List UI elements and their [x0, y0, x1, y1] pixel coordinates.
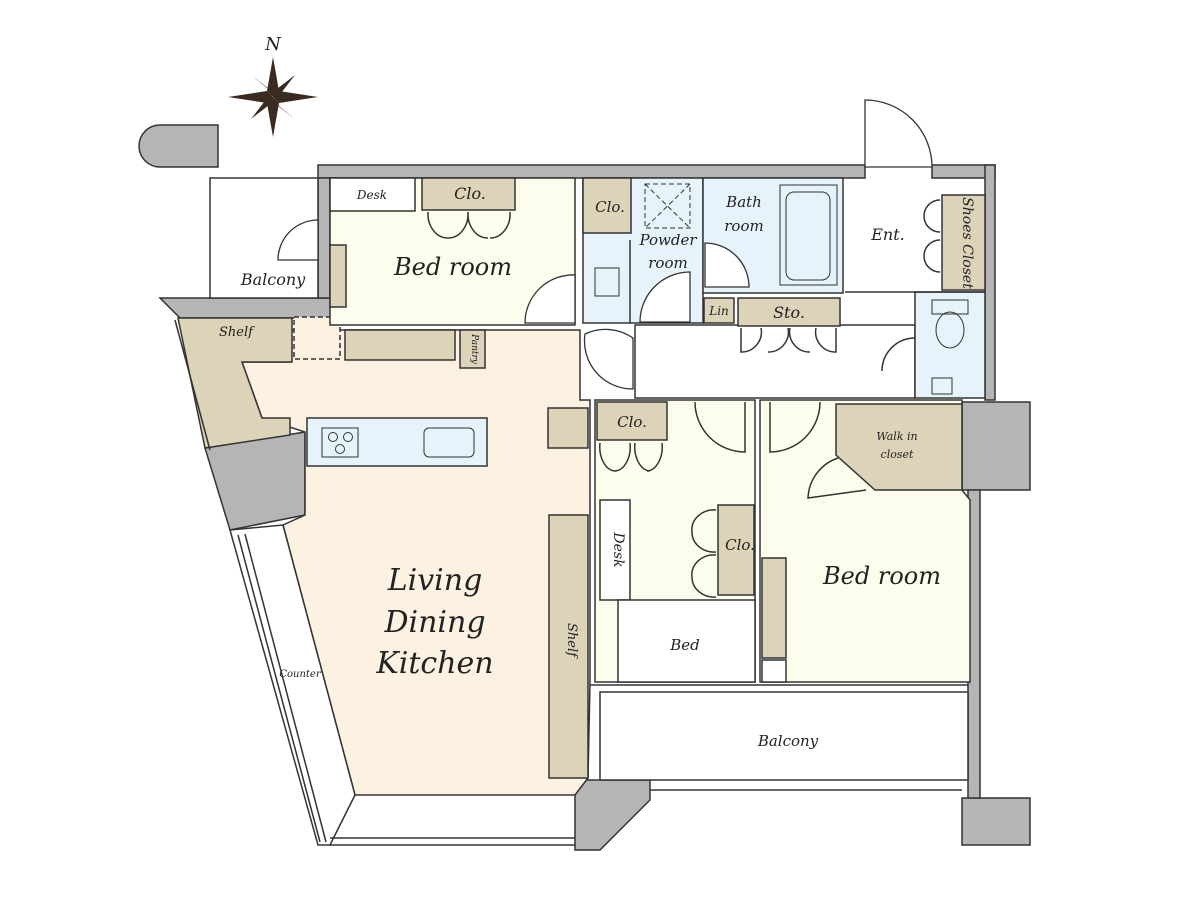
closet-mid2	[717, 504, 755, 596]
shelf-ldk-label: Shelf	[564, 623, 579, 659]
counter-label: Counter	[279, 669, 321, 680]
linen-closet	[703, 297, 735, 324]
pantry-label: Pantry	[469, 333, 479, 365]
sink-icon	[423, 427, 475, 458]
balcony-south	[599, 691, 969, 781]
bed-label: Bed	[669, 636, 700, 654]
kitchen-counter	[306, 417, 488, 467]
bath-room-label-2: room	[724, 217, 763, 235]
toilet-room	[914, 291, 986, 399]
shoes-closet-label: Shoes Closet	[959, 197, 975, 289]
shelf-west-label: Shelf	[219, 325, 255, 340]
cooktop-icon	[321, 427, 359, 458]
bedroom-north-label: Bed room	[393, 253, 512, 281]
balcony-south-label: Balcony	[757, 732, 819, 750]
walkin-closet	[835, 403, 963, 491]
closet-powder	[582, 177, 632, 234]
linen-label: Lin	[708, 304, 729, 318]
closet-top-label: Clo.	[454, 184, 486, 203]
storage-label: Sto.	[773, 303, 805, 322]
walkin-closet-label-1: Walk in	[876, 430, 917, 443]
ldk-label-kitchen: Kitchen	[375, 646, 493, 681]
ldk-label-dining: Dining	[383, 605, 485, 640]
desk-mid	[599, 499, 631, 601]
powder-room-label-1: Powder	[638, 231, 697, 249]
closet-top	[421, 177, 516, 211]
shelf-west	[177, 317, 293, 449]
compass-icon: N	[228, 34, 318, 137]
powder-room-label-2: room	[648, 254, 687, 272]
counter	[229, 524, 356, 846]
desk-top	[329, 177, 416, 212]
bath-room-label-1: Bath	[725, 193, 762, 211]
compass-north-label: N	[264, 34, 282, 55]
walls	[138, 124, 1031, 851]
entrance-label: Ent.	[870, 225, 905, 244]
balcony-north-label: Balcony	[240, 270, 306, 289]
walkin-closet-label-2: closet	[881, 448, 914, 461]
shoes-closet	[941, 194, 986, 291]
closet-powder-label: Clo.	[595, 198, 625, 216]
bedroom-south-label: Bed room	[822, 562, 941, 590]
toilet-icon	[935, 311, 965, 349]
storage	[737, 297, 841, 327]
bed	[617, 599, 756, 683]
closet-mid	[596, 401, 668, 441]
closet-mid-label: Clo.	[617, 413, 647, 431]
entrance-door[interactable]	[864, 99, 933, 168]
pantry	[459, 329, 486, 369]
ldk-label-living: Living	[387, 563, 483, 598]
desk-top-label: Desk	[356, 188, 387, 202]
desk-mid-label: Desk	[610, 531, 626, 567]
shelf-ldk	[548, 514, 589, 779]
closet-mid2-label: Clo.	[725, 536, 755, 554]
